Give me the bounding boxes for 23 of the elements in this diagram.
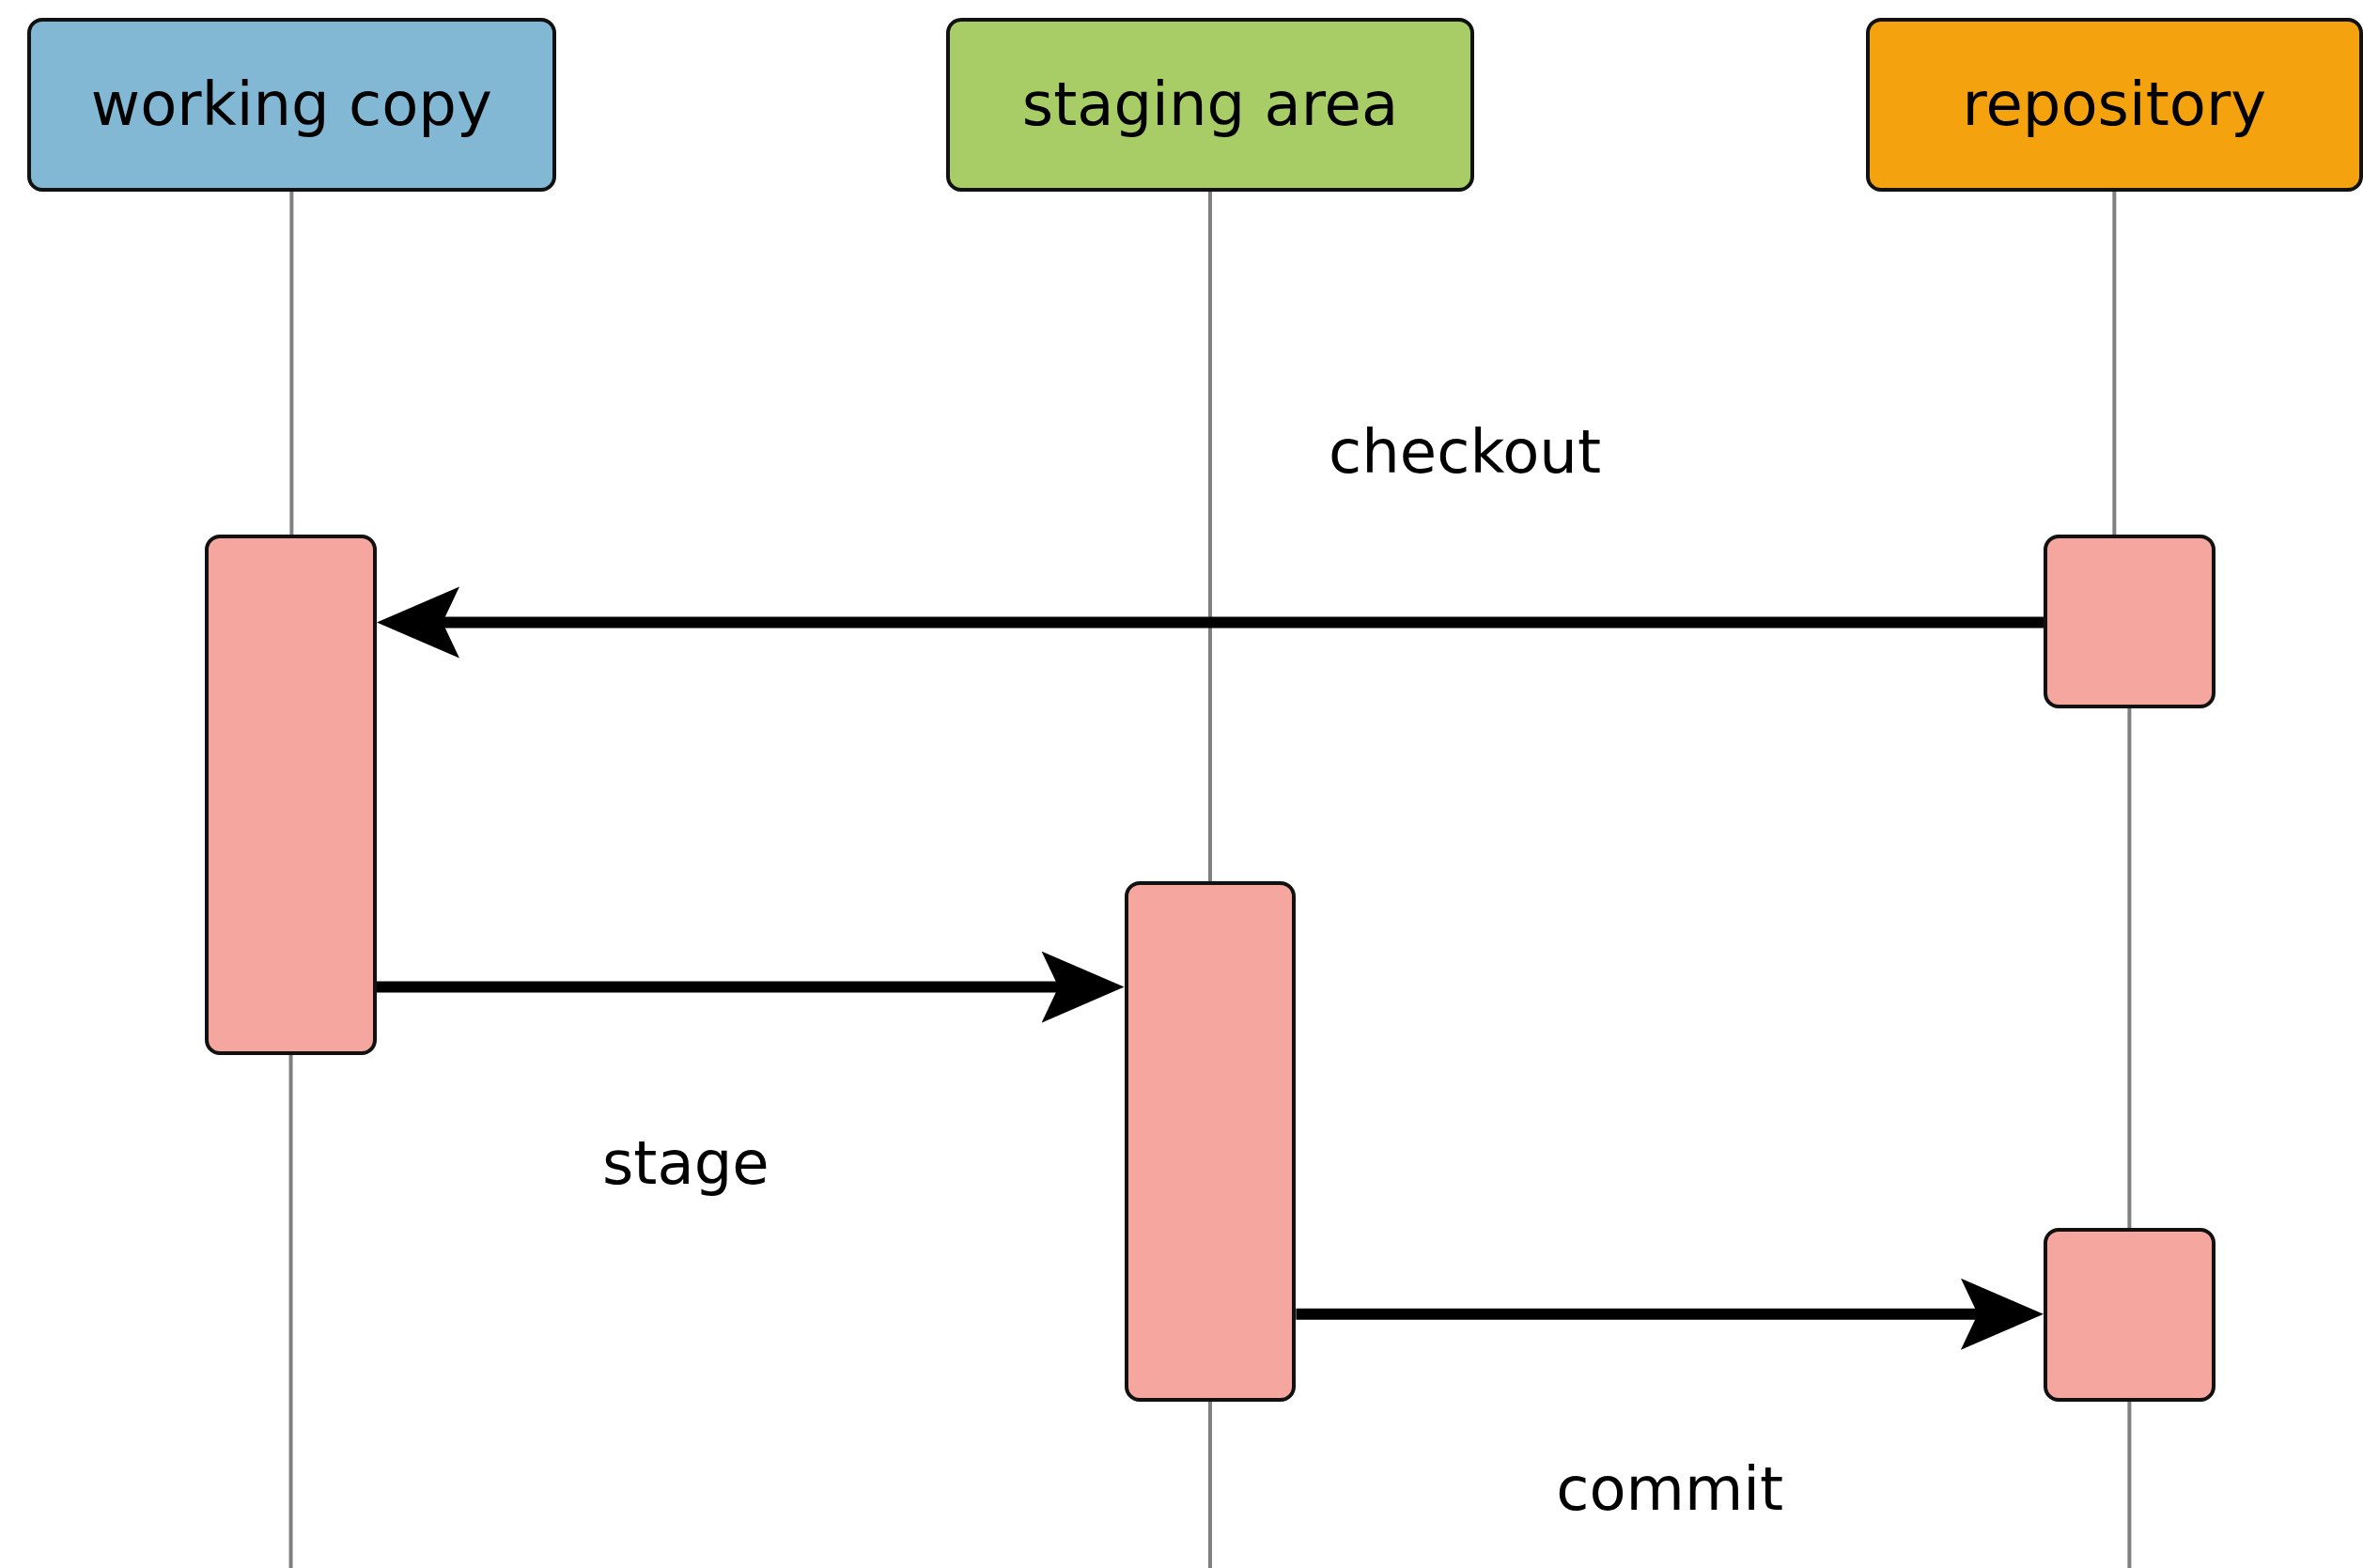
lifeline-title: repository xyxy=(1962,70,2267,140)
arrow xyxy=(377,586,2044,659)
activation-bar xyxy=(1124,881,1297,1402)
lifeline xyxy=(289,191,294,536)
lifeline xyxy=(1208,1401,1212,1568)
lifeline xyxy=(288,1054,293,1568)
activation-bar xyxy=(2043,535,2215,708)
lifeline xyxy=(2127,1401,2132,1568)
lifeline-header xyxy=(26,18,556,192)
lifeline-title: working copy xyxy=(90,70,492,140)
edge-label: commit xyxy=(1556,1453,1784,1524)
edge-label: checkout xyxy=(1329,417,1601,488)
lifeline-header xyxy=(1865,18,2363,192)
arrow xyxy=(1296,1278,2044,1350)
lifeline xyxy=(2112,191,2117,536)
activation-bar xyxy=(205,535,377,1055)
lifeline-title: staging area xyxy=(1021,70,1399,140)
lifeline-header xyxy=(946,18,1474,192)
lifeline xyxy=(2127,707,2132,1229)
lifeline xyxy=(1208,191,1212,882)
arrow xyxy=(377,951,1125,1023)
edge-label: stage xyxy=(601,1128,770,1199)
activation-bar xyxy=(2043,1228,2215,1402)
